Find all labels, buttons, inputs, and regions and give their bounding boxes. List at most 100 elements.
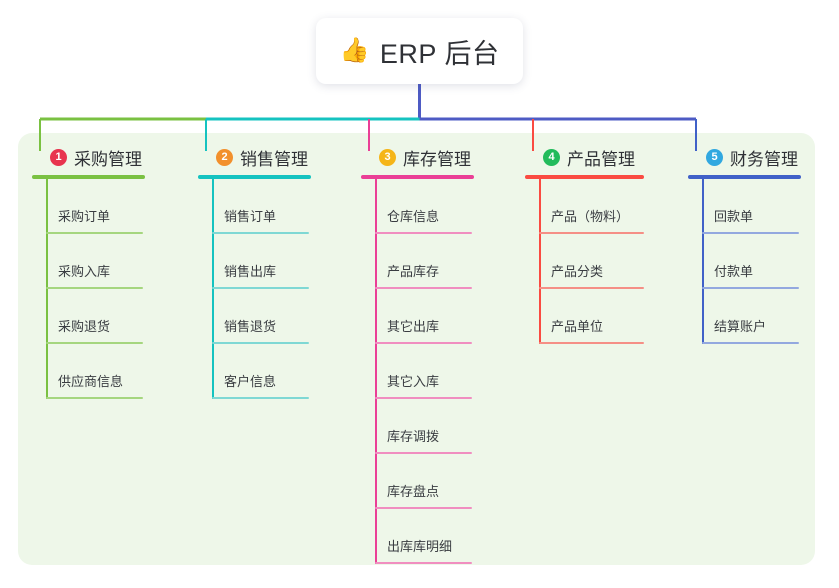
list-item-label: 其它入库	[387, 374, 440, 389]
list-item-rule	[375, 232, 472, 234]
list-item-rule	[375, 562, 472, 564]
column-5: 5 财务管理回款单付款单结算账户	[688, 145, 801, 344]
list-item-label: 回款单	[714, 209, 754, 224]
column-header-5[interactable]: 5 财务管理	[688, 145, 801, 169]
list-item-label: 销售出库	[224, 264, 277, 279]
list-item-rule	[539, 287, 644, 289]
column-rule-2	[198, 175, 311, 179]
root-node-label: ERP 后台	[379, 38, 500, 69]
list-item-rule	[212, 342, 309, 344]
column-title-4: 产品管理	[567, 149, 635, 169]
column-badge-1: 1	[50, 148, 67, 166]
list-item[interactable]: 结算账户	[688, 289, 801, 344]
list-item-label: 付款单	[714, 264, 754, 279]
list-item[interactable]: 销售退货	[198, 289, 311, 344]
list-item-label: 产品单位	[551, 319, 604, 334]
list-item[interactable]: 销售出库	[198, 234, 311, 289]
column-header-3[interactable]: 3 库存管理	[361, 145, 474, 169]
column-3: 3 库存管理仓库信息产品库存其它出库其它入库库存调拨库存盘点出库库明细	[361, 145, 474, 564]
list-item-label: 出库库明细	[387, 539, 453, 554]
list-item[interactable]: 供应商信息	[32, 344, 145, 399]
list-item-rule	[46, 287, 143, 289]
list-item-label: 结算账户	[714, 319, 767, 334]
column-rule-5	[688, 175, 801, 179]
column-items-3: 仓库信息产品库存其它出库其它入库库存调拨库存盘点出库库明细	[361, 179, 474, 564]
column-1: 1 采购管理采购订单采购入库采购退货供应商信息	[32, 145, 145, 399]
list-item[interactable]: 付款单	[688, 234, 801, 289]
column-2: 2 销售管理销售订单销售出库销售退货客户信息	[198, 145, 311, 399]
list-item-rule	[702, 232, 799, 234]
list-item[interactable]: 产品单位	[525, 289, 644, 344]
column-rule-3	[361, 175, 474, 179]
column-items-2: 销售订单销售出库销售退货客户信息	[198, 179, 311, 399]
column-badge-4: 4	[543, 148, 560, 166]
column-spine-3	[375, 179, 377, 564]
list-item-rule	[212, 397, 309, 399]
thumbs-up-icon: 👍	[339, 37, 370, 64]
column-header-2[interactable]: 2 销售管理	[198, 145, 311, 169]
list-item-label: 采购退货	[58, 319, 111, 334]
list-item-rule	[212, 287, 309, 289]
list-item-label: 产品库存	[387, 264, 440, 279]
list-item-rule	[46, 342, 143, 344]
column-title-2: 销售管理	[240, 149, 308, 169]
list-item-label: 采购订单	[58, 209, 111, 224]
list-item[interactable]: 采购退货	[32, 289, 145, 344]
column-badge-5: 5	[706, 148, 723, 166]
list-item[interactable]: 客户信息	[198, 344, 311, 399]
column-badge-3: 3	[379, 148, 396, 166]
list-item[interactable]: 其它出库	[361, 289, 474, 344]
column-items-5: 回款单付款单结算账户	[688, 179, 801, 344]
list-item-label: 其它出库	[387, 319, 440, 334]
list-item[interactable]: 其它入库	[361, 344, 474, 399]
list-item-label: 销售订单	[224, 209, 277, 224]
list-item[interactable]: 产品库存	[361, 234, 474, 289]
list-item[interactable]: 库存调拨	[361, 399, 474, 454]
list-item-label: 销售退货	[224, 319, 277, 334]
root-node-card[interactable]: 👍 ERP 后台	[316, 18, 523, 84]
list-item[interactable]: 库存盘点	[361, 454, 474, 509]
list-item[interactable]: 采购订单	[32, 179, 145, 234]
list-item-label: 产品分类	[551, 264, 604, 279]
list-item-label: 产品（物料）	[551, 209, 630, 224]
list-item-rule	[46, 232, 143, 234]
column-header-1[interactable]: 1 采购管理	[32, 145, 145, 169]
column-items-1: 采购订单采购入库采购退货供应商信息	[32, 179, 145, 399]
column-rule-4	[525, 175, 644, 179]
column-title-3: 库存管理	[403, 149, 471, 169]
column-title-1: 采购管理	[74, 149, 142, 169]
column-spine-2	[212, 179, 214, 399]
list-item-rule	[375, 342, 472, 344]
list-item-label: 供应商信息	[58, 374, 124, 389]
list-item-rule	[539, 232, 644, 234]
column-spine-4	[539, 179, 541, 344]
list-item-rule	[375, 452, 472, 454]
list-item-rule	[375, 397, 472, 399]
list-item-label: 库存盘点	[387, 484, 440, 499]
list-item-label: 客户信息	[224, 374, 277, 389]
column-spine-1	[46, 179, 48, 399]
list-item-rule	[46, 397, 143, 399]
list-item[interactable]: 仓库信息	[361, 179, 474, 234]
list-item[interactable]: 回款单	[688, 179, 801, 234]
list-item[interactable]: 采购入库	[32, 234, 145, 289]
list-item-rule	[539, 342, 644, 344]
column-4: 4 产品管理产品（物料） 产品分类产品单位	[525, 145, 644, 344]
list-item-rule	[212, 232, 309, 234]
column-header-4[interactable]: 4 产品管理	[525, 145, 644, 169]
column-badge-2: 2	[216, 148, 233, 166]
list-item-rule	[702, 287, 799, 289]
column-rule-1	[32, 175, 145, 179]
list-item-rule	[375, 287, 472, 289]
list-item-label: 采购入库	[58, 264, 111, 279]
column-items-4: 产品（物料） 产品分类产品单位	[525, 179, 644, 344]
list-item-label: 仓库信息	[387, 209, 440, 224]
list-item[interactable]: 产品（物料）	[525, 179, 644, 234]
root-node-title: 👍 ERP 后台	[340, 32, 500, 71]
column-spine-5	[702, 179, 704, 344]
column-title-5: 财务管理	[730, 149, 798, 169]
list-item[interactable]: 销售订单	[198, 179, 311, 234]
list-item[interactable]: 产品分类	[525, 234, 644, 289]
list-item[interactable]: 出库库明细	[361, 509, 474, 564]
